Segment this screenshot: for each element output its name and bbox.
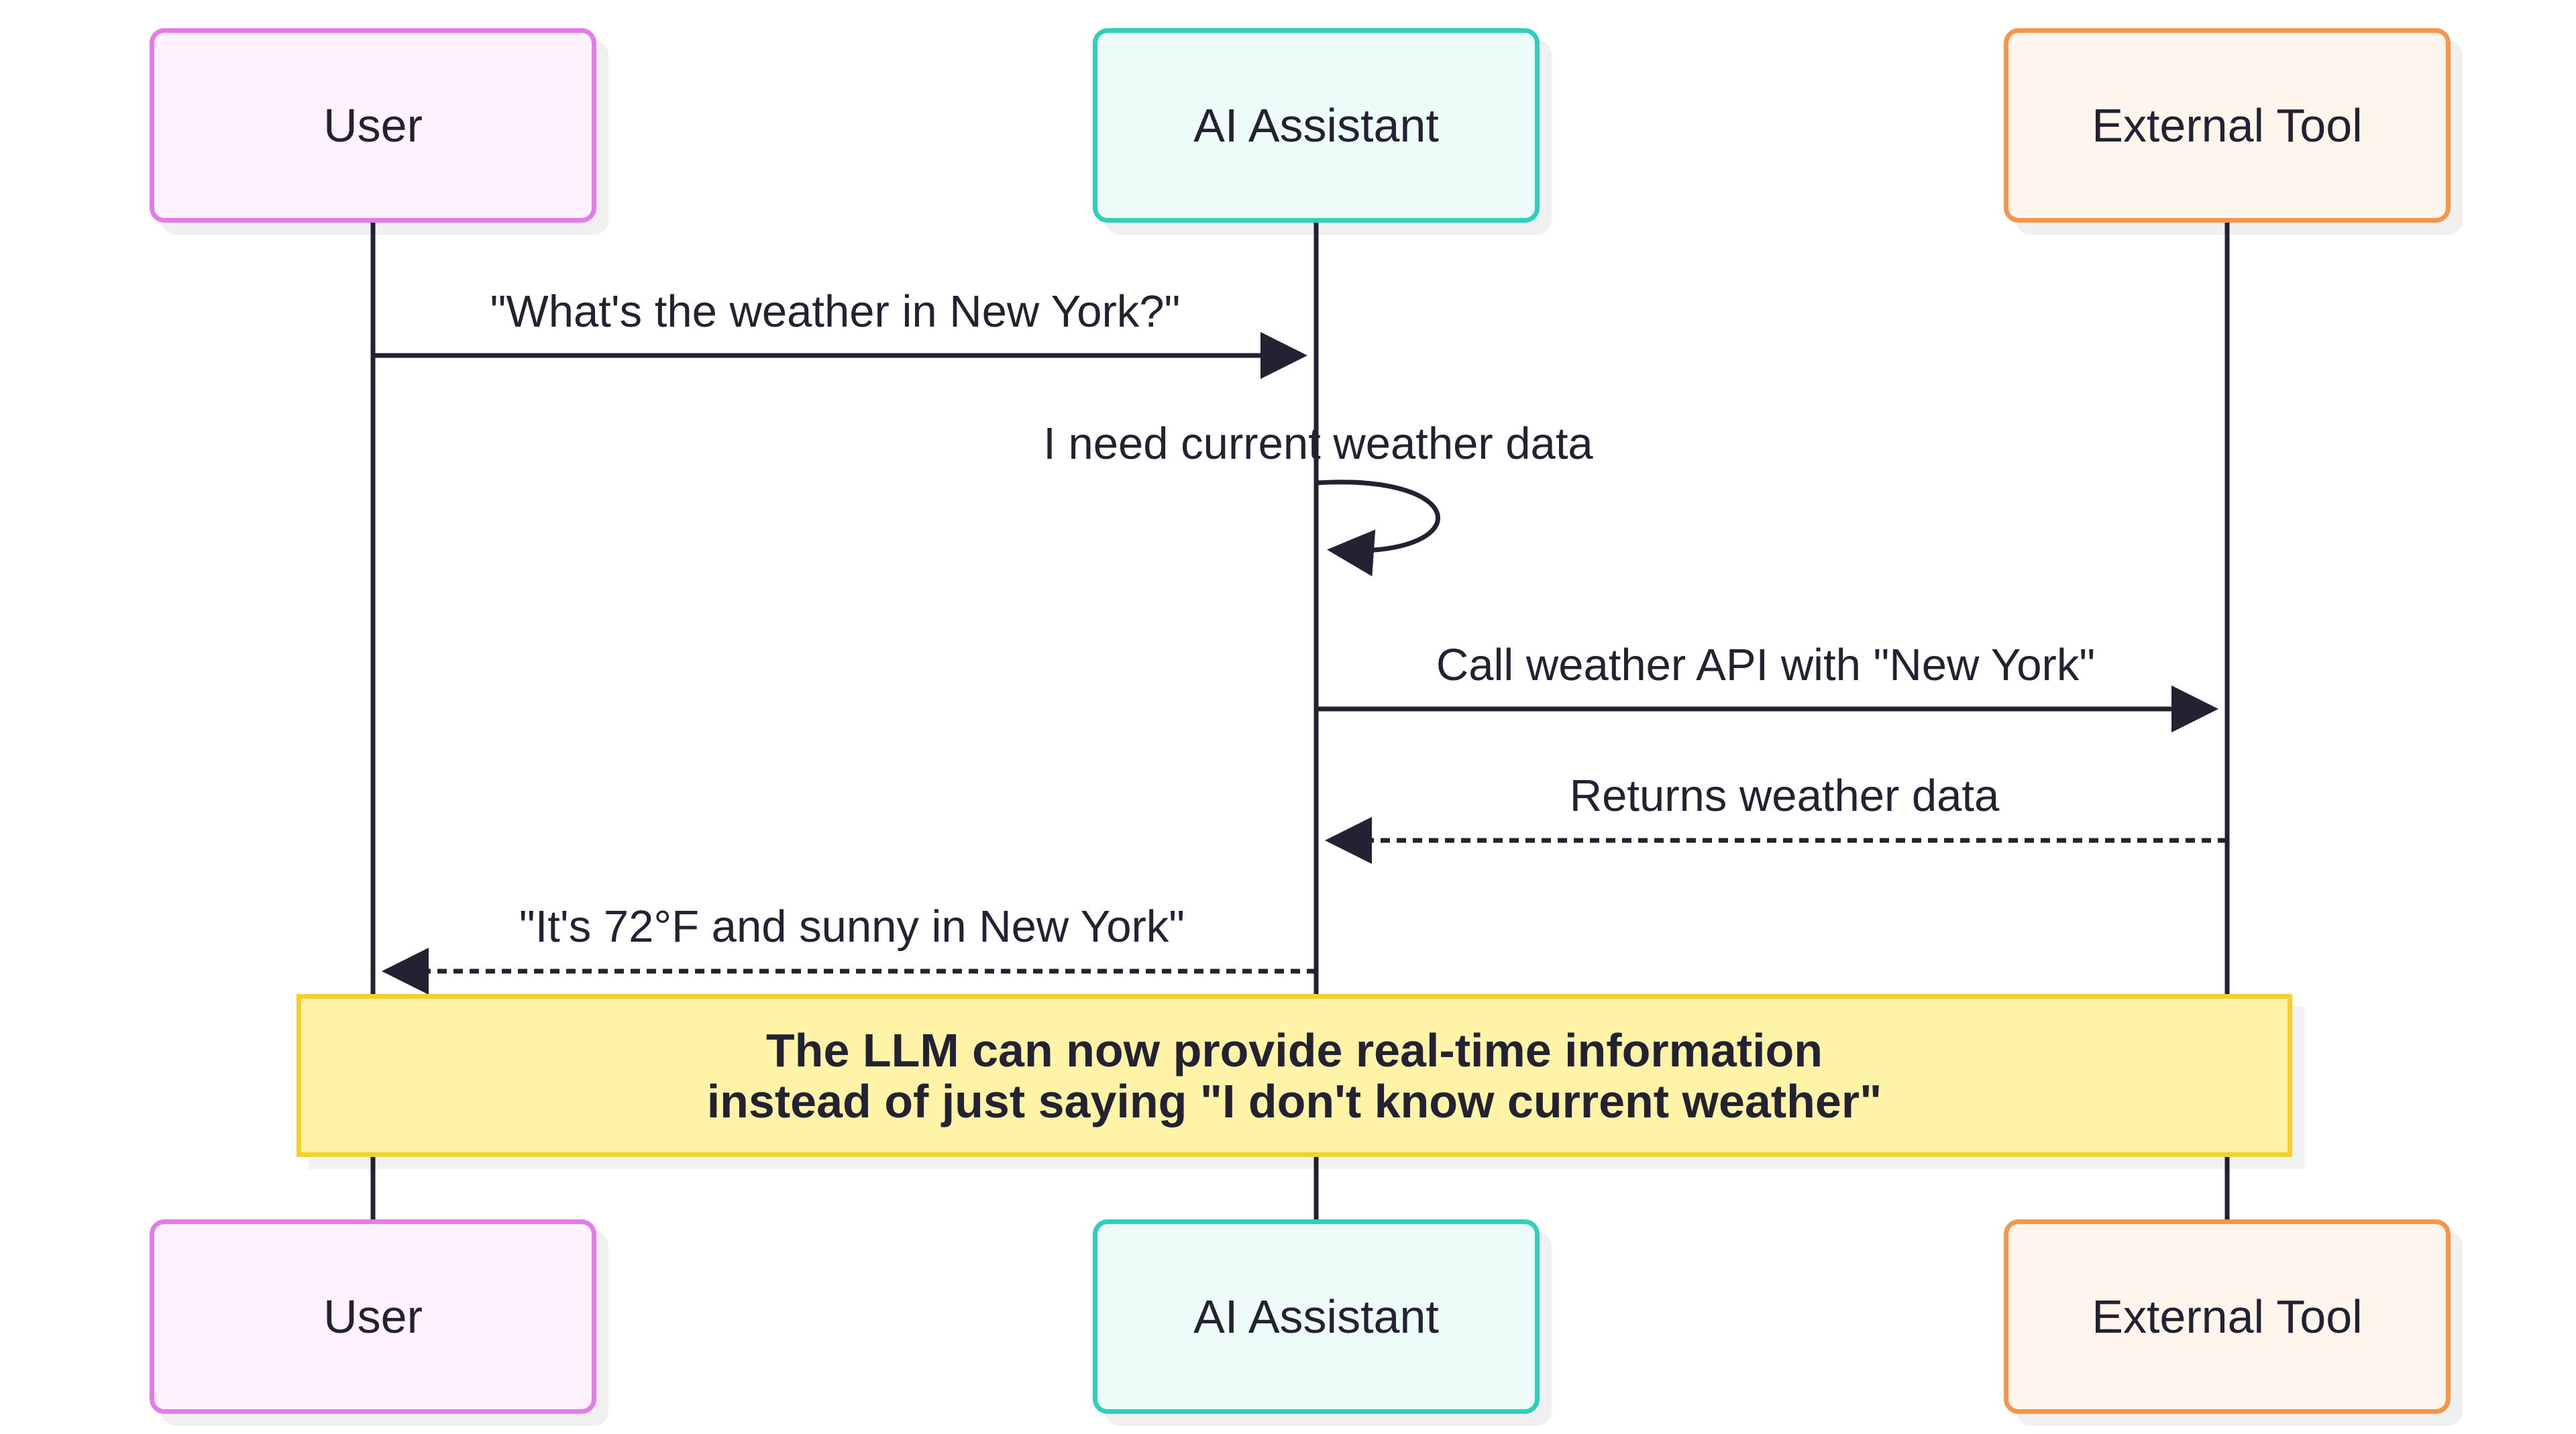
message-label-4: Returns weather data <box>1569 771 2000 821</box>
note-box: The LLM can now provide real-time inform… <box>297 994 2292 1157</box>
actor-user-bottom: User <box>150 1219 596 1414</box>
actor-label: User <box>323 1290 423 1343</box>
actor-tool-top: External Tool <box>2004 28 2451 223</box>
message-label-1: "What's the weather in New York?" <box>490 286 1181 337</box>
note-line-1: The LLM can now provide real-time inform… <box>765 1024 1823 1077</box>
self-loop-arrow <box>1316 480 1440 577</box>
message-label-3: Call weather API with "New York" <box>1436 640 2096 690</box>
actor-label: AI Assistant <box>1193 1290 1439 1343</box>
actor-label: User <box>323 99 423 152</box>
actor-user-top: User <box>150 28 596 223</box>
actor-label: External Tool <box>2092 99 2363 152</box>
actor-label: External Tool <box>2092 1290 2363 1343</box>
actor-tool-bottom: External Tool <box>2004 1219 2451 1414</box>
message-label-5: "It's 72°F and sunny in New York" <box>519 901 1185 952</box>
message-label-2: I need current weather data <box>1043 419 1593 469</box>
actor-assistant-bottom: AI Assistant <box>1093 1219 1540 1414</box>
note-line-2: instead of just saying "I don't know cur… <box>706 1074 1882 1127</box>
actor-assistant-top: AI Assistant <box>1093 28 1540 223</box>
actor-label: AI Assistant <box>1193 99 1439 152</box>
